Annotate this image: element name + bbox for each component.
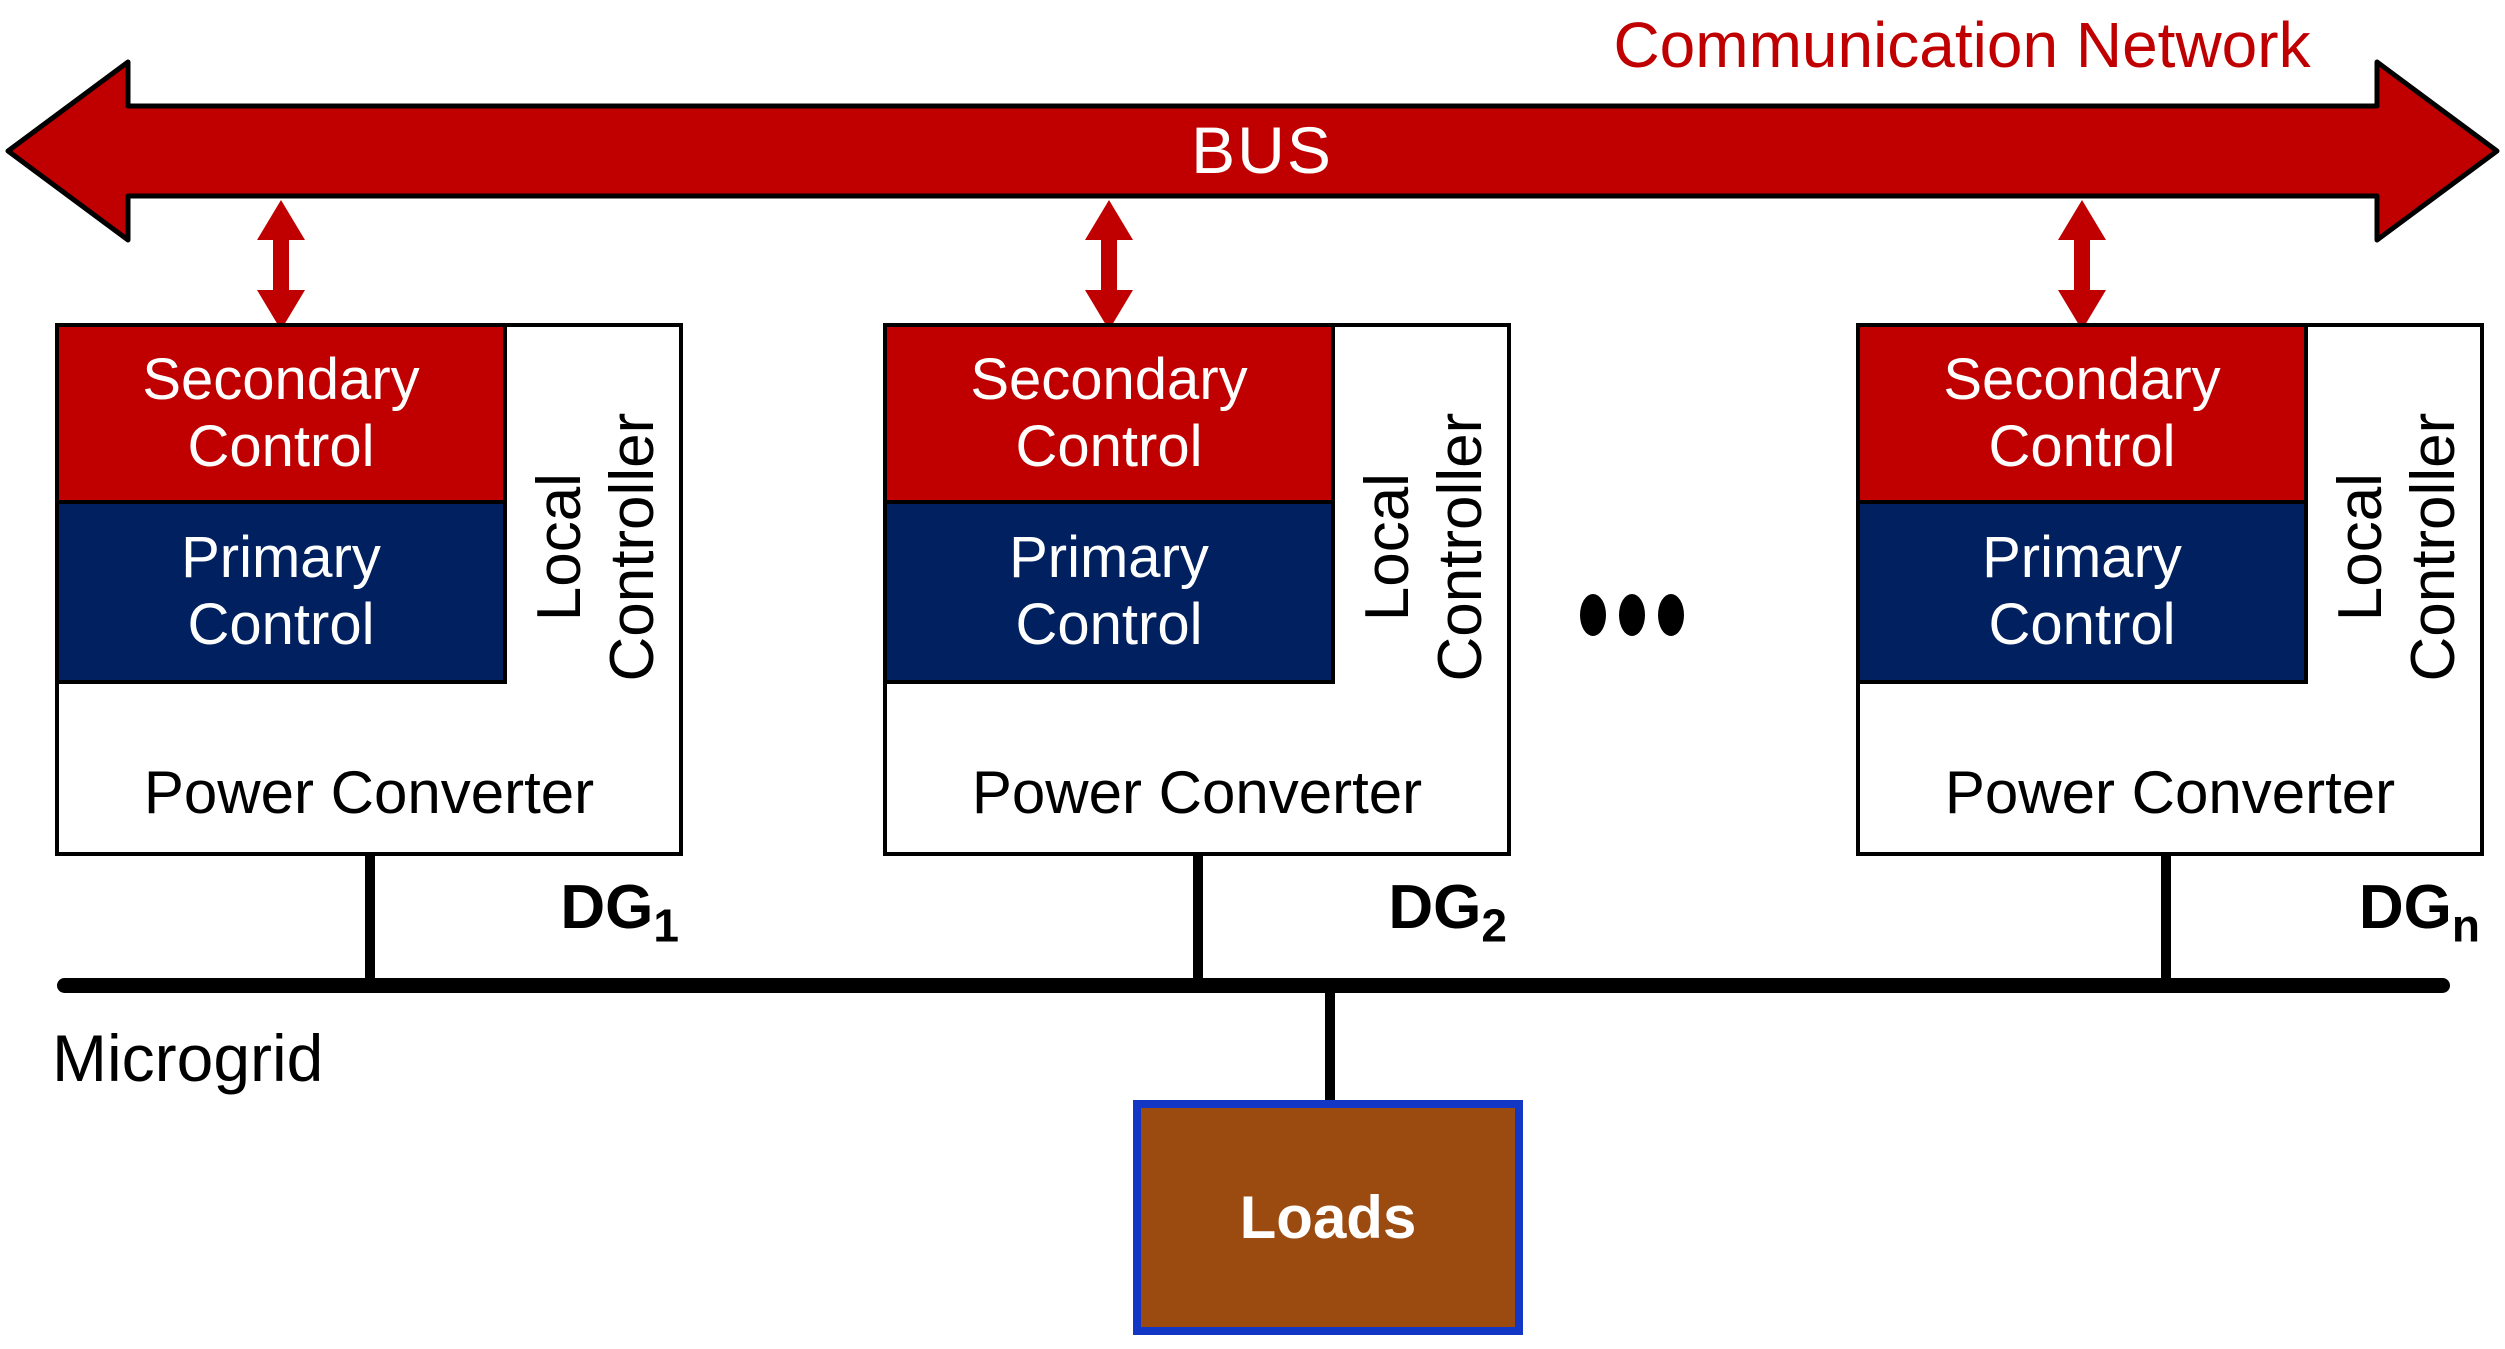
local-controller-strip: Local Controller xyxy=(509,327,683,767)
power-converter-label: Power Converter xyxy=(143,758,595,826)
primary-control-box: Primary Control xyxy=(883,500,1335,684)
loads-box: Loads xyxy=(1133,1100,1523,1335)
ellipsis-icon xyxy=(1580,592,1684,638)
dg-unit-1: Secondary Control Primary Control Local … xyxy=(55,323,683,948)
dg2-bus-link-double-arrow-icon xyxy=(1085,200,1133,330)
dg2-connector-line xyxy=(1193,856,1203,985)
secondary-control-box: Secondary Control xyxy=(1856,323,2308,504)
secondary-control-box: Secondary Control xyxy=(883,323,1335,504)
dot xyxy=(1580,594,1606,636)
dg-unit-label: DG2 xyxy=(1388,872,1507,948)
communication-network-label: Communication Network xyxy=(1613,9,2311,81)
dg-subscript: 2 xyxy=(1481,899,1507,952)
dgn-bus-link-double-arrow-icon xyxy=(2058,200,2106,330)
dgn-connector-line xyxy=(2161,856,2171,985)
microgrid-bus-line xyxy=(57,978,2450,993)
dg-name: DG xyxy=(560,873,654,942)
power-converter-label: Power Converter xyxy=(1944,758,2396,826)
dg1-connector-line xyxy=(365,856,375,985)
dg-unit-n: Secondary Control Primary Control Local … xyxy=(1856,323,2484,948)
power-converter-label: Power Converter xyxy=(971,758,1423,826)
local-controller-label: Local Controller xyxy=(524,412,667,682)
primary-control-box: Primary Control xyxy=(1856,500,2308,684)
dg-unit-label: DGn xyxy=(2358,872,2480,948)
dot xyxy=(1619,594,1645,636)
microgrid-label: Microgrid xyxy=(52,1021,324,1095)
local-controller-label: Local Controller xyxy=(1352,412,1495,682)
loads-connector-line xyxy=(1325,985,1335,1102)
dg-name: DG xyxy=(1388,873,1482,942)
local-controller-strip: Local Controller xyxy=(1337,327,1511,767)
local-controller-label: Local Controller xyxy=(2325,412,2468,682)
dg-unit-2: Secondary Control Primary Control Local … xyxy=(883,323,1511,948)
dg-subscript: 1 xyxy=(653,899,679,952)
bus-double-arrow-icon xyxy=(5,59,2500,243)
dg-name: DG xyxy=(2358,873,2452,942)
loads-label: Loads xyxy=(1239,1184,1417,1251)
dot xyxy=(1658,594,1684,636)
dg-subscript: n xyxy=(2451,899,2480,952)
primary-control-box: Primary Control xyxy=(55,500,507,684)
secondary-control-box: Secondary Control xyxy=(55,323,507,504)
bus-label: BUS xyxy=(1191,113,1333,187)
dg-unit-label: DG1 xyxy=(560,872,679,948)
local-controller-strip: Local Controller xyxy=(2310,327,2484,767)
dg1-bus-link-double-arrow-icon xyxy=(257,200,305,330)
